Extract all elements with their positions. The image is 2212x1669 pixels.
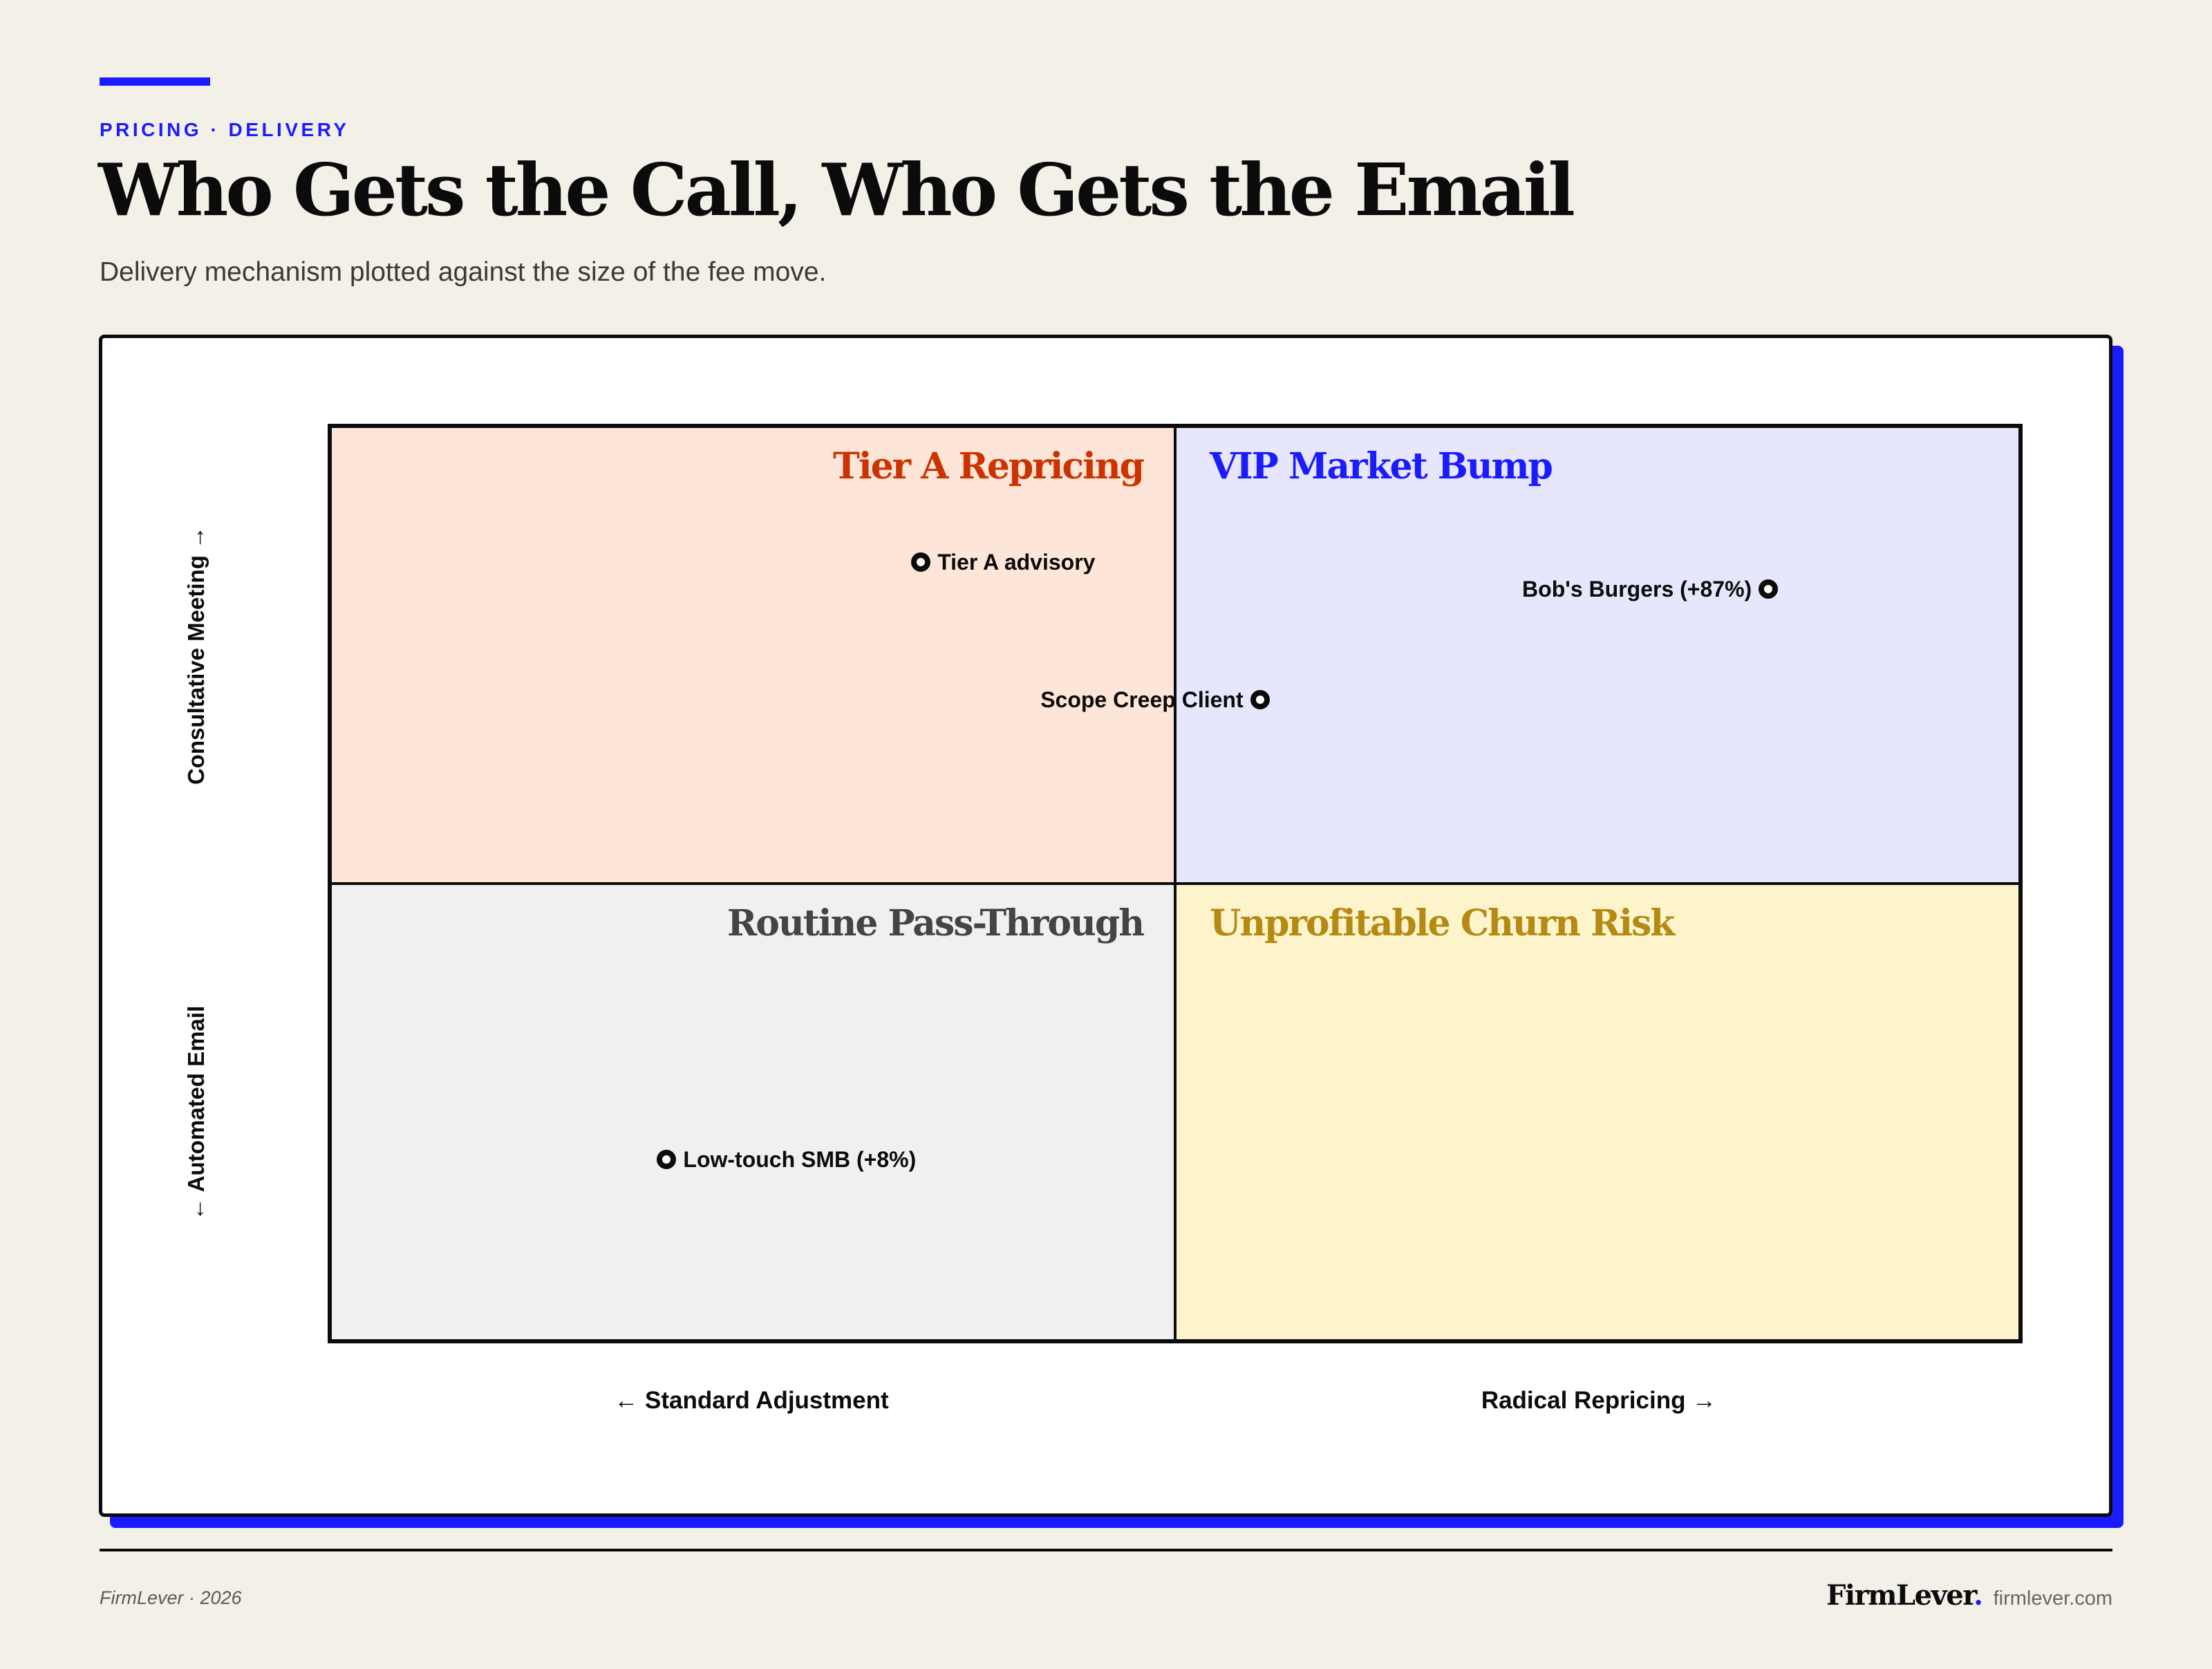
point-marker-icon <box>1250 690 1270 709</box>
quadrant-bottom-right: Unprofitable Churn Risk <box>1175 884 2018 1339</box>
site-link[interactable]: firmlever.com <box>1993 1587 2112 1610</box>
footer-divider <box>100 1549 2112 1551</box>
quadrant-title-vip-market-bump: VIP Market Bump <box>1210 445 1553 487</box>
point-label: Low-touch SMB (+8%) <box>683 1147 917 1172</box>
brand-logo: FirmLever. <box>1826 1579 1983 1612</box>
y-axis-label-high: Consultative Meeting → <box>183 525 209 785</box>
quadrant-bottom-left: Routine Pass-Through <box>332 884 1175 1339</box>
point-label: Bob's Burgers (+87%) <box>1522 577 1752 602</box>
quadrant-top-right: VIP Market Bump <box>1175 428 2018 884</box>
point-label: Tier A advisory <box>937 549 1096 575</box>
x-axis-label-low: ← Standard Adjustment <box>614 1387 889 1414</box>
quadrant-title-tier-a-repricing: Tier A Repricing <box>833 445 1145 487</box>
quadrant-top-left: Tier A Repricing <box>332 428 1175 884</box>
point-marker-icon <box>657 1150 677 1169</box>
quadrant-title-unprofitable-churn-risk: Unprofitable Churn Risk <box>1210 902 1675 944</box>
brand-name: FirmLever <box>1826 1579 1975 1612</box>
accent-bar <box>100 77 210 86</box>
point-label: Scope Creep Client <box>1040 687 1244 712</box>
page-subtitle: Delivery mechanism plotted against the s… <box>100 257 827 287</box>
page-title: Who Gets the Call, Who Gets the Email <box>98 147 1575 232</box>
quadrant-plot: Tier A Repricing VIP Market Bump Routine… <box>328 424 2023 1343</box>
x-axis-label-high: Radical Repricing → <box>1481 1387 1717 1414</box>
quadrant-title-routine-pass-through: Routine Pass-Through <box>727 902 1145 944</box>
eyebrow-label: PRICING · DELIVERY <box>100 119 350 140</box>
point-marker-icon <box>1759 579 1779 599</box>
footer-brand: FirmLever. firmlever.com <box>1826 1579 2112 1612</box>
y-axis-label-low: ← Automated Email <box>183 1005 209 1221</box>
footer-credit: FirmLever · 2026 <box>100 1587 242 1608</box>
brand-dot: . <box>1974 1579 1983 1612</box>
point-marker-icon <box>911 552 931 572</box>
